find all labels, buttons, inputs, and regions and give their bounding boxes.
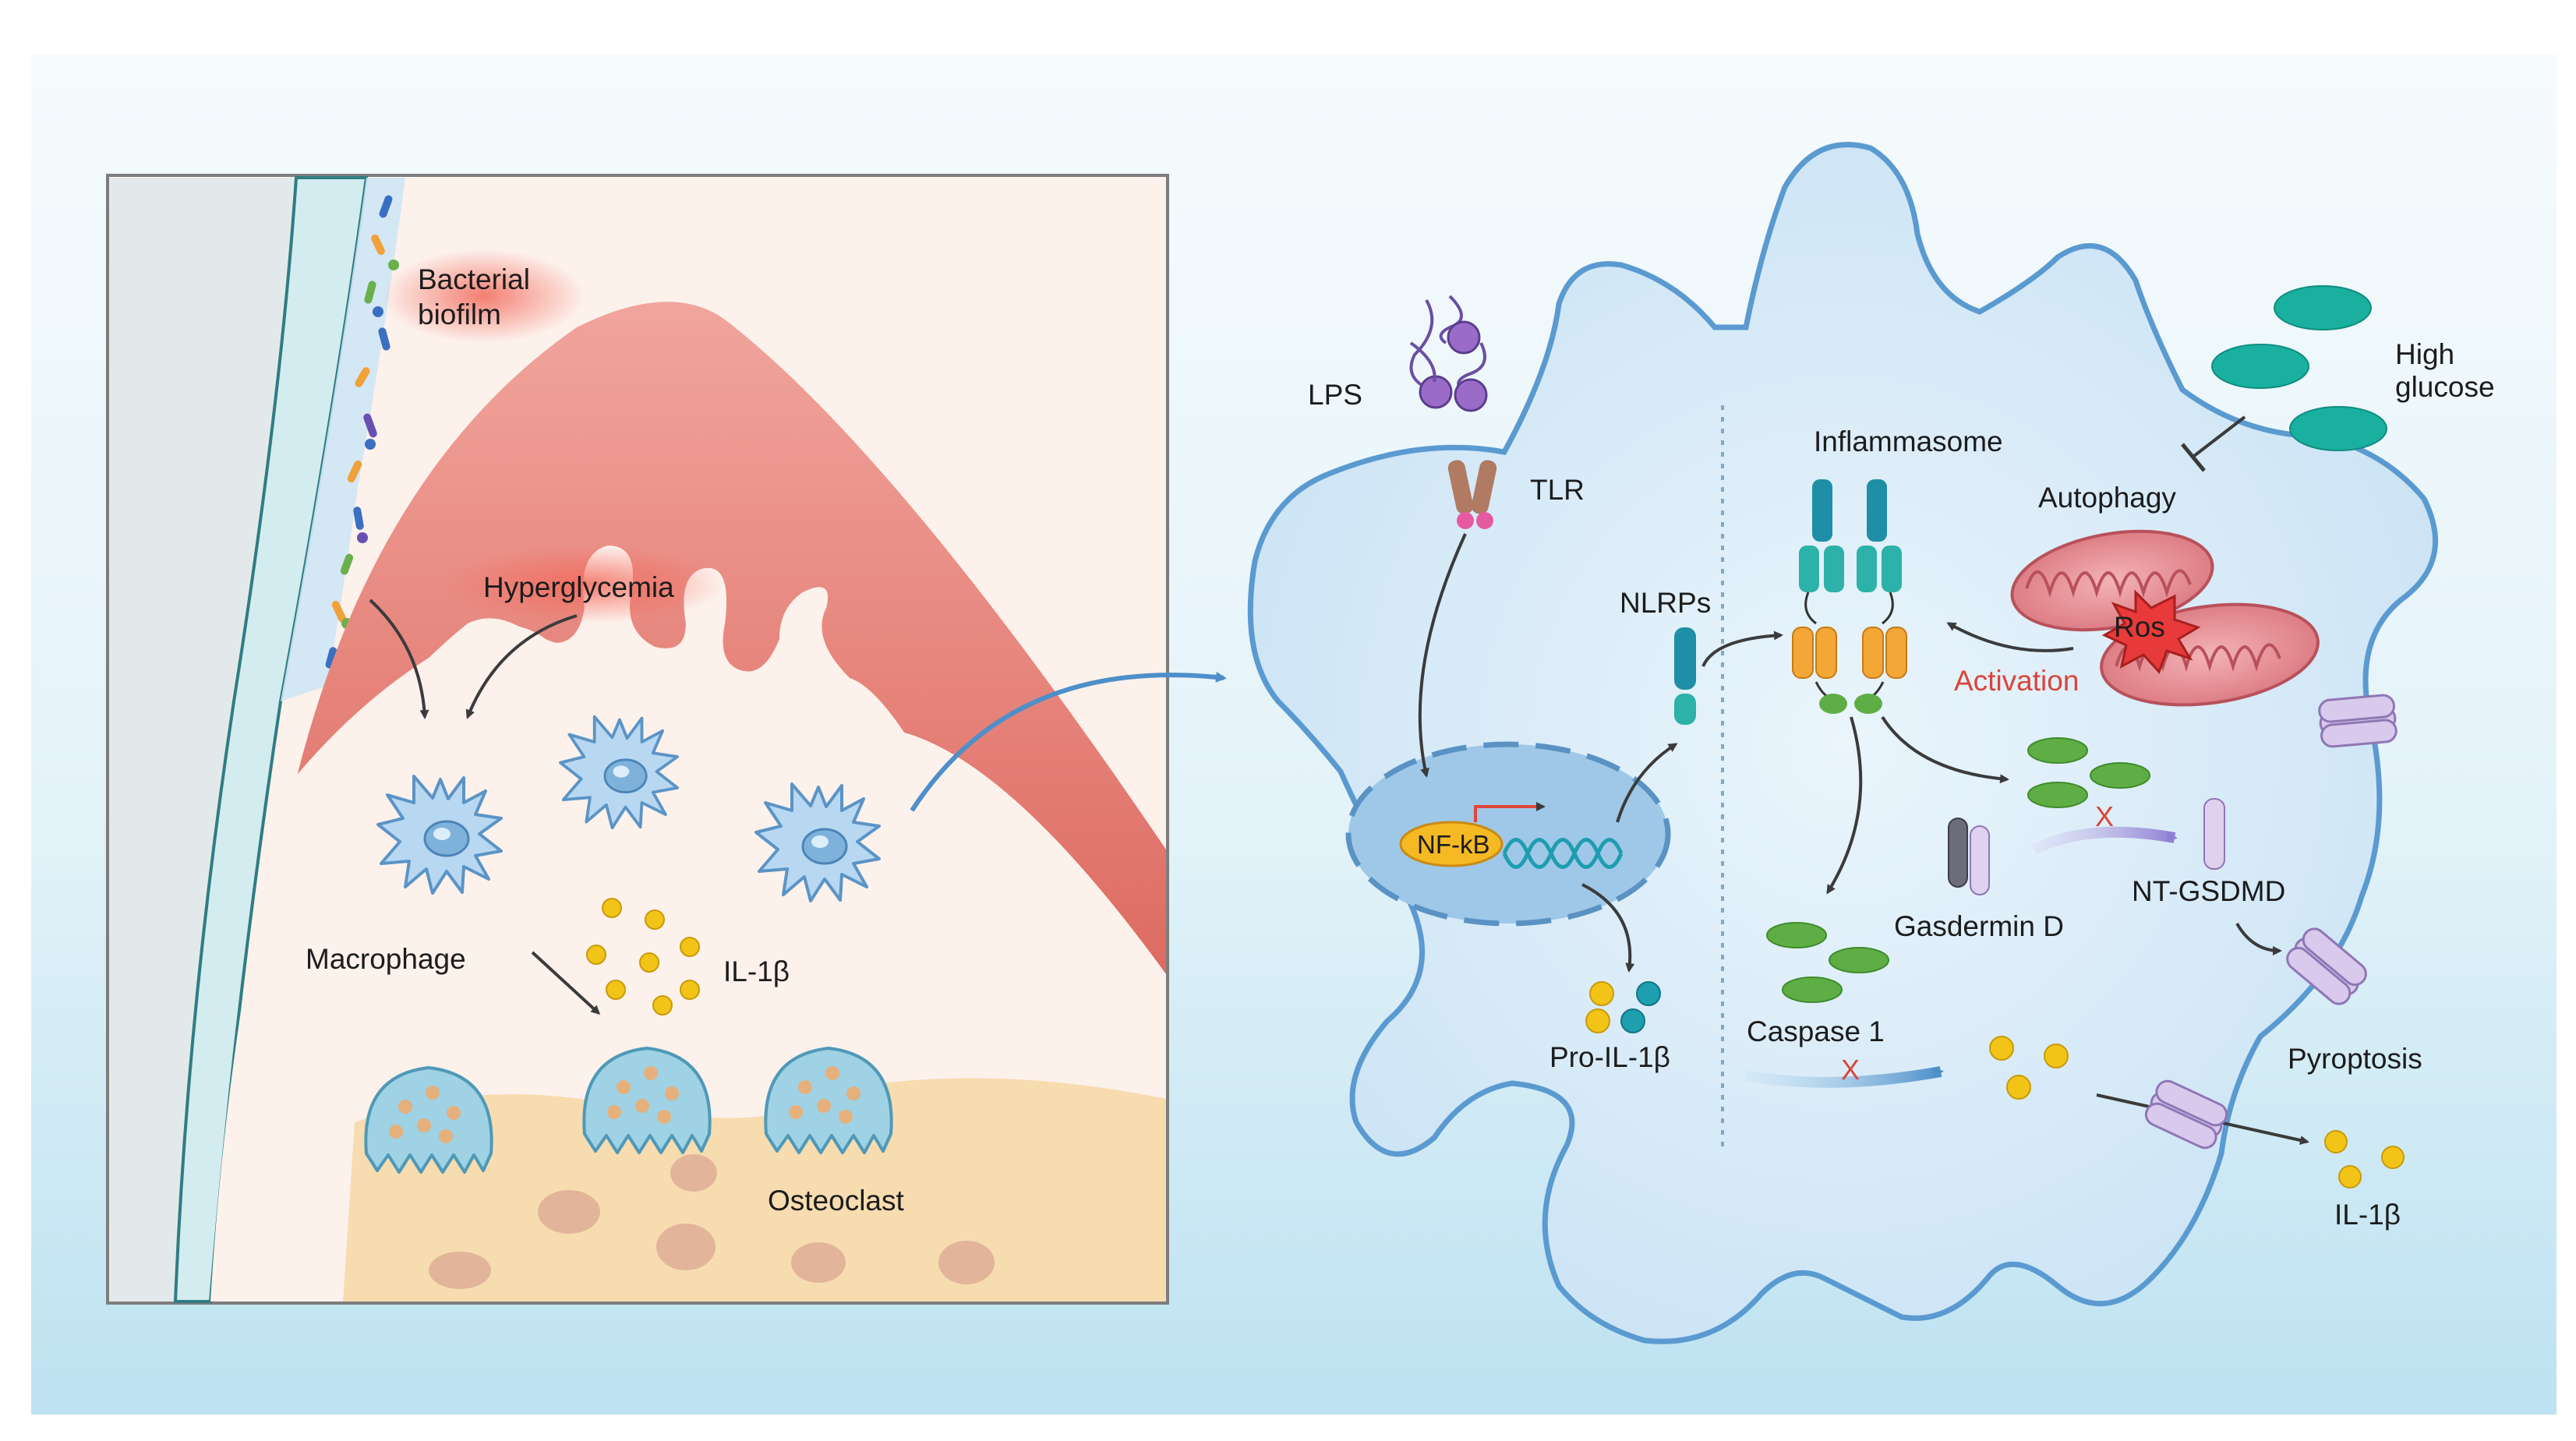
dna-helix xyxy=(1502,838,1624,869)
nt-gsdmd-protein xyxy=(2203,798,2225,870)
inhibition-bar xyxy=(2181,443,2206,472)
arrow-nucleus-to-nlrps xyxy=(1616,743,1678,823)
arrow-inflammasome-to-gsdmd-cleavage xyxy=(1881,715,2009,784)
caspase-fragments-upper xyxy=(2027,737,2150,808)
cleavage-arrow-gsdmd xyxy=(2031,826,2178,855)
label-tlr: TLR xyxy=(1530,474,1585,506)
label-high-2: glucose xyxy=(2395,371,2495,403)
label-macrophage: Macrophage xyxy=(306,943,466,975)
label-osteoclast: Osteoclast xyxy=(768,1185,904,1217)
nlrp-protein xyxy=(1674,627,1696,725)
arrow-nucleus-to-pro-il1b xyxy=(1581,883,1635,973)
cleavage-arrow-il1b xyxy=(1744,1066,1944,1088)
blocked-mark-gsdmd: X xyxy=(2095,800,2115,832)
label-activation: Activation xyxy=(1954,665,2080,697)
bacteria-cluster xyxy=(325,195,399,669)
caspase-1-molecules xyxy=(1766,922,1889,1003)
label-nfkb: NF-kB xyxy=(1417,830,1490,859)
label-high-1: High xyxy=(2395,338,2455,370)
hyperglycemia-glow xyxy=(444,546,725,623)
gasdermin-d-protein xyxy=(1948,818,1990,895)
high-glucose-molecules xyxy=(2211,285,2387,451)
macrophage-cell-detail xyxy=(1247,142,2438,1344)
cell-membrane xyxy=(1247,142,2438,1344)
transcription-arrow xyxy=(1474,802,1546,822)
nucleus xyxy=(1345,741,1671,927)
label-hyperglycemia: Hyperglycemia xyxy=(483,571,674,603)
il1b-particles-left xyxy=(586,898,700,1015)
nfkb-badge xyxy=(1399,821,1504,867)
arrow-nt-gsdmd-to-pore xyxy=(2235,923,2282,955)
pro-il1b-particles xyxy=(1585,981,1661,1033)
label-bacterial-2: biofilm xyxy=(418,298,501,330)
label-bacterial-1: Bacterial xyxy=(418,263,530,295)
inhibition-line-glucose-to-autophagy xyxy=(2193,415,2246,457)
arrow-biofilm-to-macrophage xyxy=(369,599,429,719)
label-ros: Ros xyxy=(2114,611,2165,643)
biofilm-glow xyxy=(382,249,585,343)
label-autophagy: Autophagy xyxy=(2038,482,2176,514)
label-nlrps: NLRPs xyxy=(1620,587,1712,619)
label-lps: LPS xyxy=(1308,379,1362,411)
arrow-tlr-to-nucleus xyxy=(1418,533,1467,778)
tlr-receptor xyxy=(1447,460,1497,529)
label-caspase-1: Caspase 1 xyxy=(1747,1015,1885,1047)
gingiva xyxy=(296,302,1166,975)
periodontal-tissue-panel xyxy=(106,174,1169,1305)
arrow-inflammasome-to-caspase xyxy=(1826,716,1863,895)
arrow-macrophage-to-osteoclast xyxy=(531,951,601,1015)
lps-molecules xyxy=(1409,295,1488,412)
bone-lacunae xyxy=(429,1154,995,1289)
label-il1b-right: IL-1β xyxy=(2334,1199,2401,1231)
label-gasdermin-d: Gasdermin D xyxy=(1894,910,2064,942)
arrow-macrophage-to-cell-detail xyxy=(910,671,1227,812)
label-pro-il1b: Pro-IL-1β xyxy=(1549,1041,1670,1073)
blocked-mark-il1b: X xyxy=(1841,1054,1860,1086)
gsdmd-pore-1 xyxy=(2317,693,2398,749)
inflammasome-complex xyxy=(1792,479,1907,714)
label-il1b-left: IL-1β xyxy=(723,955,790,987)
label-inflammasome: Inflammasome xyxy=(1814,426,2003,457)
arrow-ros-to-inflammasome xyxy=(1946,622,2074,652)
label-pyroptosis: Pyroptosis xyxy=(2288,1043,2422,1075)
il1b-particles-inside xyxy=(1989,1036,2069,1100)
label-nt-gsdmd: NT-GSDMD xyxy=(2132,875,2286,907)
arrow-hyperglycemia-to-macrophage xyxy=(465,614,578,719)
ros-starburst xyxy=(2101,589,2201,674)
il1b-particles-outside xyxy=(2324,1130,2405,1188)
arrow-nlrps-to-inflammasome xyxy=(1701,630,1783,667)
